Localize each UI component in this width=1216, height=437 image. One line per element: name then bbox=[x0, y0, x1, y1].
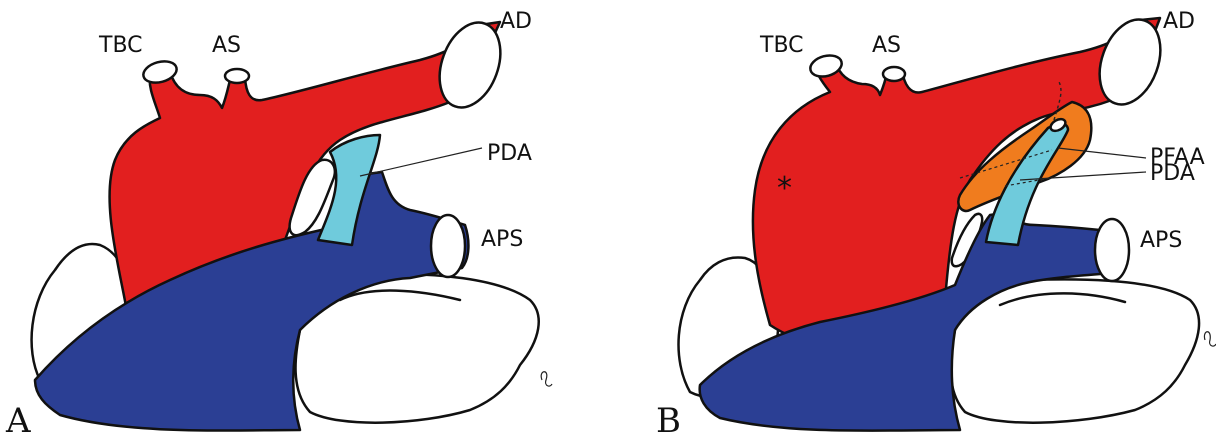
panel-a-apex-curl bbox=[541, 372, 552, 386]
panel-a-label-tbc: TBC bbox=[98, 33, 143, 58]
panel-b-label-ad: AD bbox=[1163, 9, 1195, 34]
panel-a-label-as: AS bbox=[212, 33, 241, 58]
panel-b-star-marker: * bbox=[777, 171, 792, 206]
panel-b-as-opening bbox=[883, 67, 905, 81]
panel-a-letter: A bbox=[5, 401, 31, 437]
panel-a-label-aps: APS bbox=[481, 227, 523, 252]
panel-a-pda-leader bbox=[360, 148, 482, 176]
panel-b-label-aps: APS bbox=[1140, 228, 1182, 253]
panel-b-aps-opening bbox=[1095, 219, 1129, 281]
panel-a-as-opening bbox=[225, 69, 249, 83]
panel-b-label-pda: PDA bbox=[1150, 161, 1195, 186]
panel-a-aps-opening bbox=[431, 215, 465, 277]
panel-b-label-tbc: TBC bbox=[759, 33, 804, 58]
panel-a-label-ad: AD bbox=[500, 9, 532, 34]
panel-b: TBC AS AD PFAA PDA APS * B bbox=[656, 9, 1216, 437]
panel-b-apex-curl bbox=[1204, 332, 1216, 346]
panel-a-label-pda: PDA bbox=[487, 141, 532, 166]
panel-b-ventricle-outline bbox=[951, 279, 1200, 422]
panel-b-letter: B bbox=[656, 401, 681, 437]
panel-b-label-as: AS bbox=[872, 33, 901, 58]
panel-a: TBC AS AD PDA APS A bbox=[5, 9, 552, 437]
